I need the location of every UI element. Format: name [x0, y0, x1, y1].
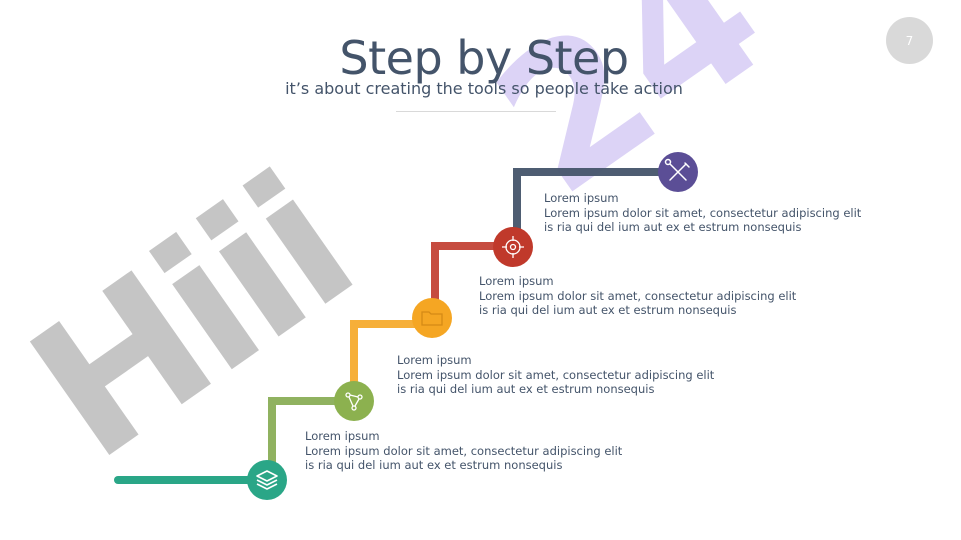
step-3-line2: is ria qui del ium aut ex et estrum nons… [479, 303, 737, 317]
step-2-text: Lorem ipsum Lorem ipsum dolor sit amet, … [397, 353, 714, 397]
step-1-text: Lorem ipsum Lorem ipsum dolor sit amet, … [305, 429, 622, 473]
step-1-heading: Lorem ipsum [305, 429, 380, 443]
step-4-line2: is ria qui del ium aut ex et estrum nons… [544, 220, 802, 234]
connector-red [431, 242, 513, 318]
page-number-badge: 7 [886, 17, 933, 64]
connector-orange [350, 320, 432, 398]
folder-icon [421, 311, 443, 326]
step-5-node [658, 152, 698, 192]
step-2-heading: Lorem ipsum [397, 353, 472, 367]
step-4-node [493, 227, 533, 267]
step-3-node [412, 298, 452, 338]
step-1-line2: is ria qui del ium aut ex et estrum nons… [305, 458, 563, 472]
tools-icon [664, 158, 690, 181]
step-3-text: Lorem ipsum Lorem ipsum dolor sit amet, … [479, 274, 796, 318]
network-icon [345, 392, 363, 411]
step-4-line1: Lorem ipsum dolor sit amet, consectetur … [544, 205, 862, 220]
step-3-heading: Lorem ipsum [479, 274, 554, 288]
step-4-heading: Lorem ipsum [544, 191, 619, 205]
layers-icon [256, 470, 278, 490]
connector-slate [513, 168, 678, 242]
step-4-text: Lorem ipsum Lorem ipsum dolor sit amet, … [544, 191, 861, 235]
slide-subtitle: it’s about creating the tools so people … [285, 79, 683, 98]
slide-title: Step by Step [339, 31, 629, 85]
step-1-line1: Lorem ipsum dolor sit amet, consectetur … [305, 443, 623, 458]
step-1-node [247, 460, 287, 500]
step-2-line2: is ria qui del ium aut ex et estrum nons… [397, 382, 655, 396]
step-2-line1: Lorem ipsum dolor sit amet, consectetur … [397, 367, 715, 382]
title-divider [396, 111, 556, 112]
connector-olive [268, 397, 354, 478]
step-3-line1: Lorem ipsum dolor sit amet, consectetur … [479, 288, 797, 303]
step-2-node [334, 381, 374, 421]
target-icon [502, 236, 524, 258]
